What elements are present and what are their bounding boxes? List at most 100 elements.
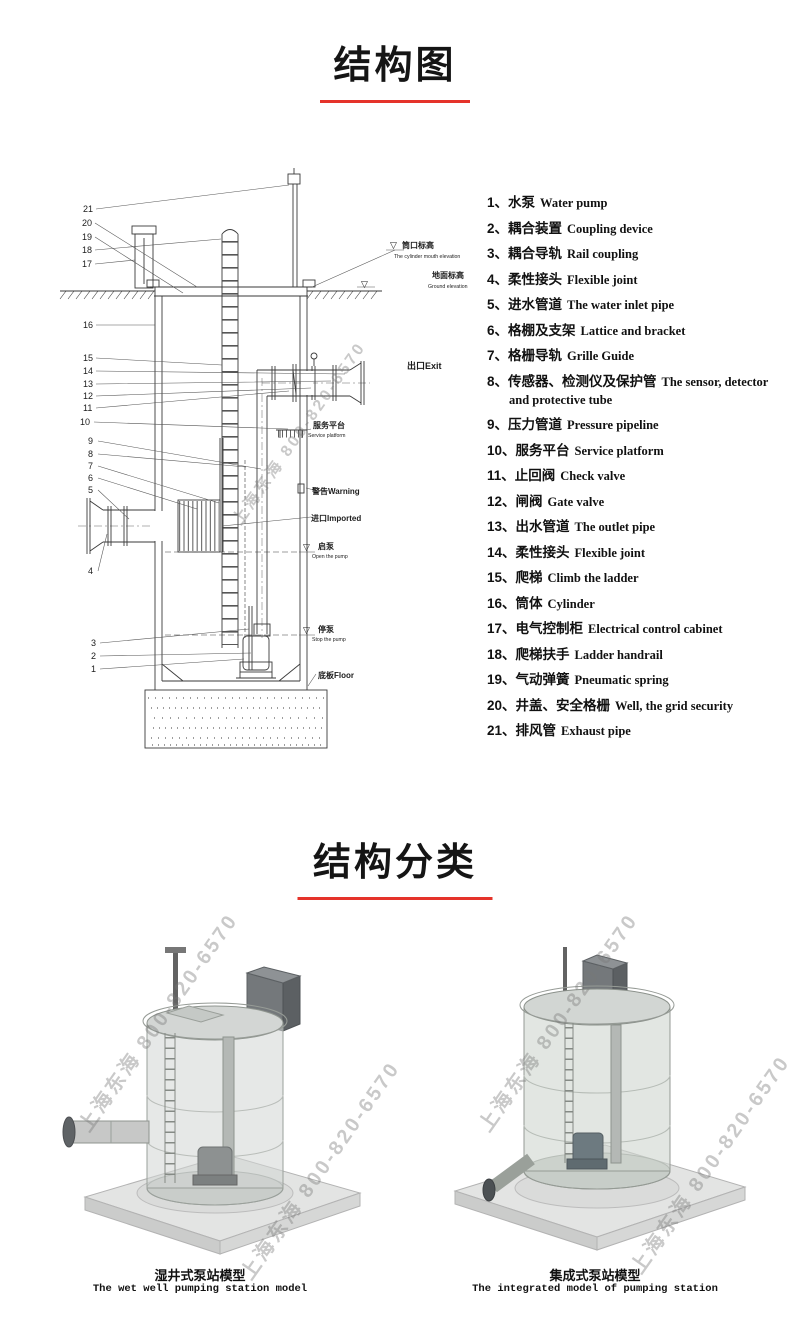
part-number: 4 (88, 566, 93, 576)
part-number: 16 (83, 320, 93, 330)
open-pump-label-cn: 启泵 (318, 541, 334, 551)
structure-diagram: 21 20 19 18 17 16 15 14 13 12 11 10 9 8 … (50, 138, 480, 818)
section1-title-underline (320, 100, 470, 103)
part-number: 11 (83, 403, 92, 413)
section1-title: 结构图 (333, 45, 457, 87)
legend-num: 19、 (487, 672, 516, 687)
legend-en: The sensor, detector and protective tube (509, 374, 769, 407)
legend-row: 12、闸阀 Gate valve (487, 493, 783, 511)
integrated-caption-cn: 集成式泵站模型 (549, 1268, 641, 1283)
level-mark-icon: ▽ (390, 240, 397, 250)
wet-well-model-image (15, 945, 385, 1265)
legend-cn: 爬梯 (515, 570, 543, 585)
leader-lines (93, 184, 404, 687)
stop-pump-label-cn: 停泵 (318, 624, 334, 634)
legend-cn: 耦合导轨 (508, 246, 563, 261)
legend-num: 10、 (487, 442, 516, 458)
legend-cn: 压力管道 (508, 417, 563, 432)
pump-station-drawing: 21 20 19 18 17 16 15 14 13 12 11 10 9 8 … (59, 168, 468, 749)
ground-label-cn: 地面标高 (432, 270, 464, 280)
legend-cn: 耦合装置 (508, 220, 563, 236)
legend-num: 9、 (487, 417, 509, 432)
service-platform (276, 429, 307, 438)
wet-well-caption-en: The wet well pumping station model (92, 1283, 308, 1295)
legend-num: 15、 (487, 570, 516, 585)
wet-well-model-render (62, 947, 362, 1255)
part-number: 2 (91, 651, 96, 661)
legend-num: 18、 (487, 646, 516, 662)
part-number: 20 (82, 218, 92, 228)
legend-num: 5、 (487, 297, 509, 312)
legend-num: 17、 (487, 621, 516, 636)
electrical-control-cabinet (131, 225, 157, 289)
stop-pump-label-en: Stop the pump (312, 637, 346, 643)
part-number: 5 (88, 485, 93, 495)
legend-num: 12、 (487, 493, 516, 509)
legend-en: Well, the grid security (615, 698, 734, 713)
legend-cn: 柔性接头 (508, 271, 563, 287)
legend-cn: 进水管道 (508, 297, 563, 312)
legend-num: 16、 (487, 595, 516, 611)
level-mark-icon: ▽ (303, 542, 310, 552)
cylinder-mouth-label-cn: 筒口标高 (402, 240, 434, 250)
water-pump (236, 623, 276, 679)
foundation (144, 689, 328, 749)
legend-en: Ladder handrail (574, 647, 663, 662)
inlet-pipe (78, 498, 164, 554)
coupling-rail (248, 606, 253, 670)
legend-en: Flexible joint (574, 545, 646, 560)
legend-en: Check valve (560, 469, 626, 483)
exit-label: 出口Exit (407, 360, 442, 371)
cylinder-mouth-label-en: The cylinder mouth elevation (394, 254, 460, 260)
legend-cn: 电气控制柜 (515, 621, 584, 636)
part-number: 19 (82, 232, 92, 242)
legend-num: 20、 (487, 697, 516, 713)
legend-cn: 传感器、检测仪及保护管 (508, 373, 657, 389)
section2-title: 结构分类 (312, 842, 477, 884)
part-numbers: 21 20 19 18 17 16 15 14 13 12 11 10 9 8 … (80, 204, 96, 674)
pressure-pipe (244, 370, 268, 670)
ground-level (59, 290, 382, 300)
legend-row: 17、电气控制柜 Electrical control cabinet (487, 620, 783, 638)
legend-row: 18、爬梯扶手 Ladder handrail (487, 646, 783, 664)
part-number: 3 (91, 638, 96, 648)
part-number: 7 (88, 461, 93, 471)
legend-en: Water pump (540, 196, 608, 210)
interior-equipment (164, 1033, 238, 1186)
inlet-label: 进口Imported (311, 513, 361, 523)
grille-guide (219, 438, 224, 552)
legend-en: The outlet pipe (574, 520, 656, 534)
outlet-pipe (257, 352, 370, 405)
exhaust-pipe (287, 168, 301, 287)
inlet-pipe (62, 1116, 150, 1148)
legend-cn: 爬梯扶手 (515, 646, 570, 662)
legend-num: 6、 (487, 322, 509, 338)
legend-cn: 柔性接头 (515, 544, 570, 560)
mast-cap (165, 947, 186, 953)
legend-en: Lattice and bracket (580, 323, 686, 338)
level-mark-icon: ▽ (361, 279, 368, 289)
legend-num: 21、 (487, 723, 516, 738)
legend-en: Exhaust pipe (561, 724, 631, 738)
part-number: 21 (83, 204, 93, 214)
legend-cn: 闸阀 (515, 493, 543, 509)
legend-cn: 格棚及支架 (508, 322, 576, 338)
legend-en: Cylinder (547, 596, 595, 611)
legend-en: Gate valve (547, 494, 605, 509)
part-number: 9 (88, 436, 93, 446)
legend-cn: 排风管 (515, 723, 557, 738)
legend-en: Electrical control cabinet (588, 622, 723, 636)
legend-row: 21、排风管 Exhaust pipe (487, 722, 783, 740)
